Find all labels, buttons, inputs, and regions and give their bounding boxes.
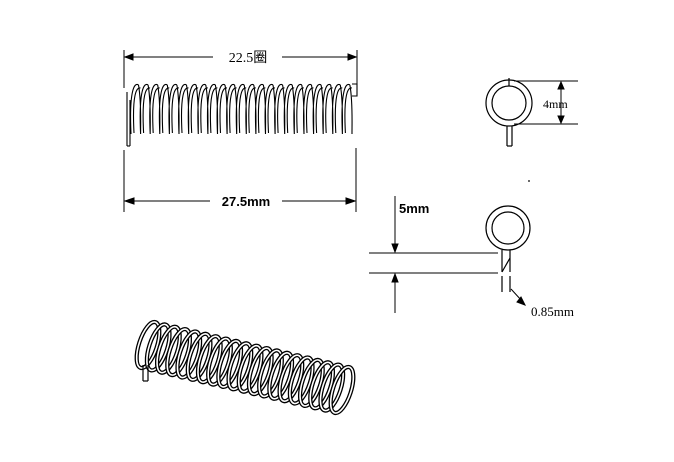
length-dimension (123, 148, 357, 212)
3d-coil-turn-highlight (289, 356, 314, 405)
end-view-top (485, 78, 533, 147)
outer-diameter-label: 4mm (543, 97, 568, 111)
length-label: 27.5mm (222, 194, 270, 209)
diameter-arrow-bottom (557, 115, 565, 125)
pitch-arrow-top-head (391, 243, 399, 254)
3d-coil-turn-highlight (135, 321, 161, 369)
3d-coil-turn-highlight (197, 335, 222, 383)
3d-coil-turn-highlight (309, 361, 334, 410)
3d-coil-turn-highlight (227, 342, 253, 391)
3d-coil-turn-highlight (299, 359, 324, 407)
3d-coil-turn-highlight (248, 347, 273, 395)
spring-side-view (126, 83, 358, 147)
3d-coil-turn-highlight (217, 340, 242, 388)
end-view-inner-ring (491, 85, 527, 121)
3d-coil-turn-highlight (156, 325, 181, 374)
3d-coil-turn-highlight (207, 337, 232, 386)
3d-coil-turn-highlight (258, 349, 283, 398)
length-arrow-right (345, 197, 357, 205)
pitch-label: 5mm (399, 201, 429, 216)
lower-end-view-lead-slant (501, 257, 511, 273)
wire-leader-arrow (516, 296, 527, 306)
wire-leader (510, 288, 527, 306)
turns-dimension (123, 50, 358, 88)
stray-dot (528, 180, 530, 182)
spring-3d-view (134, 319, 356, 416)
end-view-bottom (485, 205, 531, 292)
3d-coil-turn-highlight (166, 328, 191, 376)
turns-label: 22.5圈 (229, 51, 268, 66)
3d-view-coils (134, 319, 356, 416)
turns-arrow-right (347, 53, 358, 61)
wire-diameter-label: 0.85mm (531, 304, 574, 319)
3d-coil-turn-highlight (146, 323, 171, 372)
lower-end-view-inner-ring (491, 211, 525, 245)
3d-coil-turn-highlight (237, 344, 263, 393)
side-view-coils (130, 83, 358, 135)
diameter-dimension (514, 80, 578, 125)
turns-arrow-left (123, 53, 134, 61)
3d-coil-turn-highlight (329, 366, 355, 414)
3d-coil-turn-highlight (186, 333, 212, 381)
pitch-dimension (369, 196, 498, 313)
length-arrow-left (123, 197, 135, 205)
3d-view-lead (142, 365, 149, 382)
3d-coil-turn-highlight (268, 352, 293, 400)
3d-coil-turn-highlight (319, 363, 344, 412)
pitch-arrow-bottom-head (391, 272, 399, 283)
3d-coil-turn-highlight (176, 330, 201, 379)
lower-end-view-outer-ring (485, 205, 531, 251)
3d-coil-turn-highlight (278, 354, 304, 402)
end-view-outer-ring (485, 79, 533, 127)
diameter-arrow-top (557, 80, 565, 90)
